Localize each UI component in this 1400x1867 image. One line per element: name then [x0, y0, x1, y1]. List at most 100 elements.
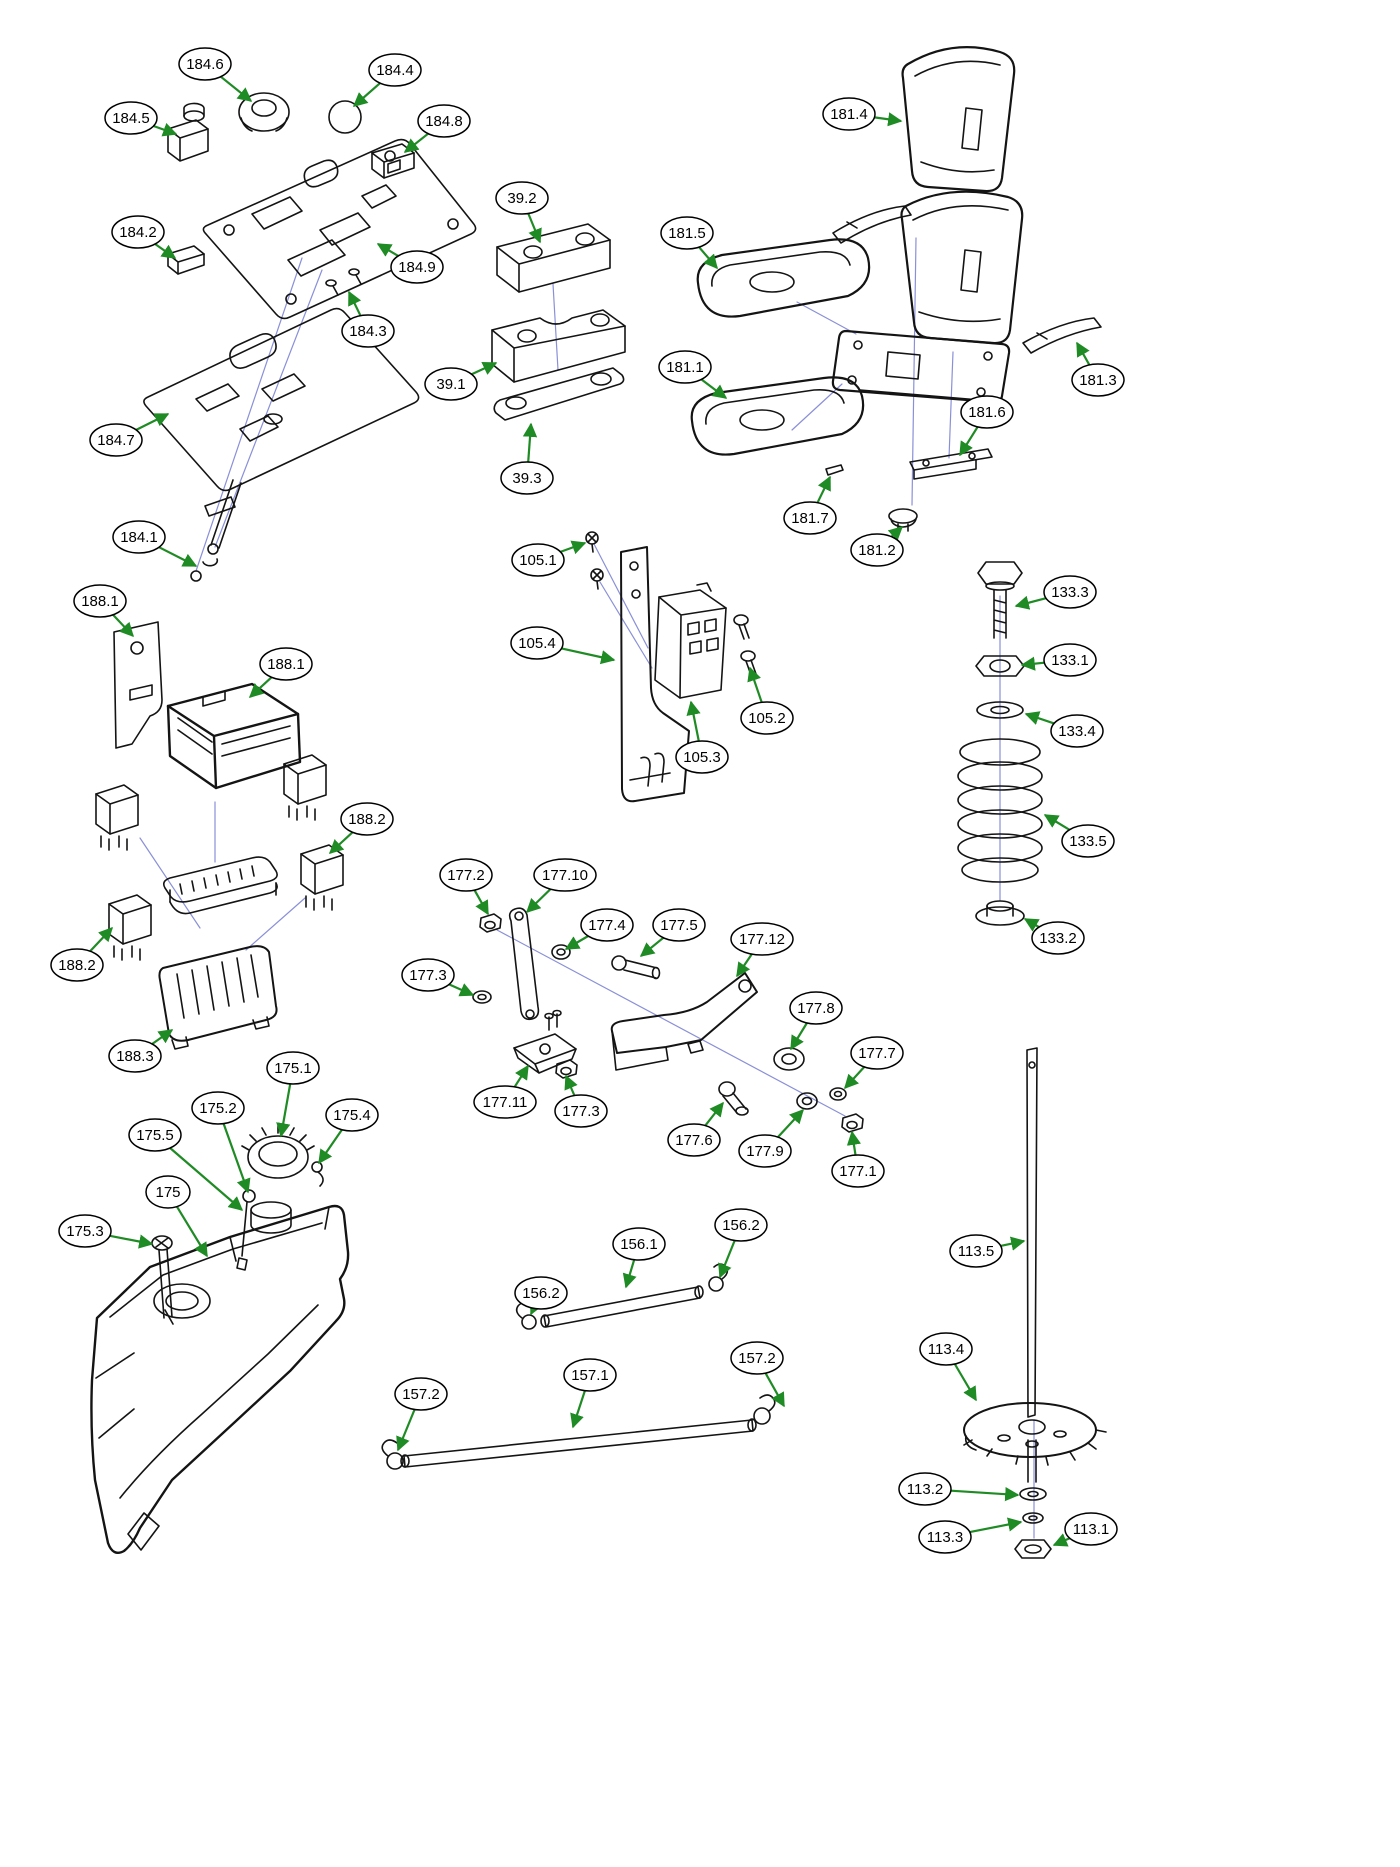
callout-bubble — [510, 626, 564, 660]
callout-175-175.2: 175.2 — [191, 1091, 251, 1194]
callout-bubble — [473, 1085, 537, 1119]
callout-bubble — [1043, 575, 1097, 609]
callout-177-177.3: 177.3 — [401, 958, 475, 997]
callout-bubble — [50, 948, 104, 982]
callout-bubble — [128, 1118, 182, 1152]
callout-label: 113.5 — [958, 1243, 994, 1260]
callout-bubble — [511, 543, 565, 577]
callout-arrow — [969, 1517, 1023, 1534]
callout-label: 133.1 — [1051, 652, 1089, 669]
callout-label: 105.4 — [518, 635, 556, 652]
callout-39-39.3: 39.3 — [500, 422, 554, 495]
callout-175-175.5: 175.5 — [128, 1118, 244, 1211]
callout-arrow — [473, 889, 489, 916]
callout-156-156.1: 156.1 — [612, 1227, 666, 1289]
callout-105-105.1: 105.1 — [511, 540, 587, 577]
callout-arrow — [158, 546, 198, 567]
callout-bubble — [738, 1134, 792, 1168]
seat-assembly-181 — [690, 46, 1102, 532]
callout-arrow — [777, 1108, 804, 1138]
callout-arrow — [513, 1064, 529, 1088]
callout-bubble — [652, 908, 706, 942]
callout-label: 181.2 — [858, 542, 896, 559]
callout-188-188.3: 188.3 — [108, 1029, 174, 1073]
callout-arrow — [1020, 656, 1045, 671]
callout-arrow — [686, 700, 701, 742]
callout-arrow — [846, 1130, 861, 1156]
callout-bubble — [949, 1234, 1003, 1268]
callout-bubble — [417, 104, 471, 138]
callout-177-177.7: 177.7 — [844, 1036, 904, 1090]
callout-arrow — [736, 953, 753, 978]
callout-bubble — [191, 1091, 245, 1125]
callout-arrow — [403, 132, 429, 153]
callout-arrow — [222, 1123, 251, 1194]
callout-arrow — [328, 831, 354, 854]
callout-bubble — [1031, 921, 1085, 955]
callout-bubble — [612, 1227, 666, 1261]
callout-label: 39.1 — [436, 376, 465, 393]
callout-arrow — [622, 1259, 637, 1289]
callout-bubble — [675, 740, 729, 774]
linkage-assembly-177 — [472, 907, 864, 1133]
callout-bubble — [783, 501, 837, 535]
console-assembly-175 — [90, 1125, 350, 1554]
callout-label: 156.1 — [620, 1236, 658, 1253]
callout-bubble — [178, 47, 232, 81]
callout-label: 177.11 — [483, 1094, 528, 1111]
callout-181-181.1: 181.1 — [658, 350, 728, 399]
callout-bubble — [514, 1276, 568, 1310]
callout-arrow — [348, 290, 362, 317]
callout-label: 184.1 — [120, 529, 158, 546]
callout-bubble — [495, 181, 549, 215]
callout-label: 177.4 — [588, 917, 626, 934]
callout-181-181.2: 181.2 — [850, 526, 904, 567]
callout-arrow — [1014, 595, 1047, 610]
callout-177-177.3: 177.3 — [554, 1074, 608, 1128]
callout-label: 177.7 — [858, 1045, 896, 1062]
callout-label: 157.2 — [402, 1386, 440, 1403]
callout-label: 184.9 — [398, 259, 436, 276]
callout-175-175.1: 175.1 — [266, 1051, 320, 1138]
callout-label: 184.6 — [186, 56, 224, 73]
callout-105-105.2: 105.2 — [740, 666, 794, 735]
callout-arrow — [790, 1022, 808, 1051]
callout-arrow — [718, 1240, 736, 1279]
callout-bubble — [108, 1039, 162, 1073]
callout-arrow — [89, 926, 113, 952]
callout-bubble — [401, 958, 455, 992]
callout-bubble — [111, 215, 165, 249]
callout-bubble — [340, 802, 394, 836]
callout-bubble — [667, 1123, 721, 1157]
callout-bubble — [368, 53, 422, 87]
tie-rod-157 — [381, 1394, 776, 1470]
callout-arrow — [764, 1372, 785, 1408]
callout-arrow — [1024, 711, 1055, 725]
callout-arrow — [525, 888, 552, 913]
callout-label: 175 — [155, 1184, 180, 1201]
callout-label: 156.2 — [522, 1285, 560, 1302]
callout-arrow — [704, 1101, 724, 1127]
callout-156-156.2: 156.2 — [514, 1276, 568, 1316]
callout-184-184.9: 184.9 — [376, 243, 444, 284]
callout-bubble — [390, 250, 444, 284]
callout-188-188.2: 188.2 — [328, 802, 394, 854]
callout-bubble — [104, 101, 158, 135]
callout-arrow — [1043, 814, 1071, 831]
callout-bubble — [1061, 824, 1115, 858]
callout-arrow — [154, 243, 177, 259]
callout-bubble — [730, 922, 794, 956]
callout-arrow — [747, 666, 763, 703]
callout-arrow — [175, 1206, 208, 1258]
callout-label: 157.1 — [571, 1367, 609, 1384]
callout-label: 181.7 — [791, 510, 829, 527]
callout-156-156.2: 156.2 — [714, 1208, 768, 1279]
callout-label: 175.1 — [274, 1060, 312, 1077]
callout-177-177.1: 177.1 — [831, 1130, 885, 1188]
callout-bubble — [789, 991, 843, 1025]
callout-157-157.2: 157.2 — [394, 1377, 448, 1452]
callout-arrow — [560, 540, 587, 555]
callout-label: 39.3 — [512, 470, 541, 487]
clamp-assembly-39 — [491, 223, 626, 421]
